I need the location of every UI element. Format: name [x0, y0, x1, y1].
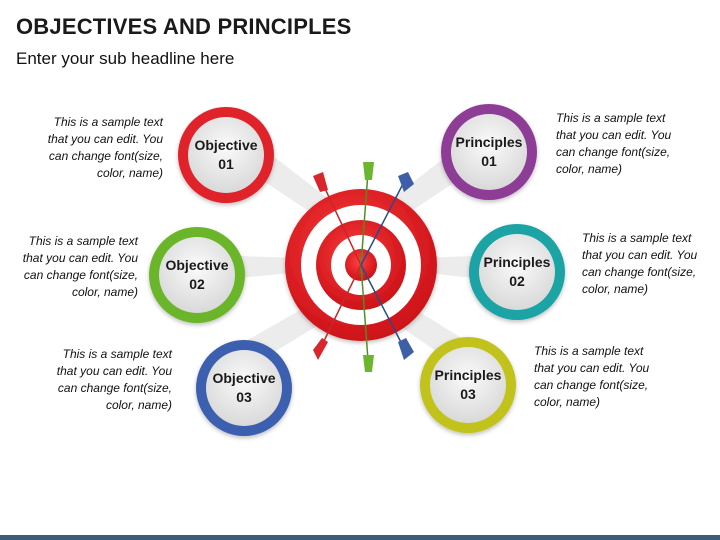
node-principles-03-number: 03 [460, 386, 476, 402]
node-principles-01-title: Principles [455, 134, 523, 150]
node-principles-03-title: Principles [434, 367, 502, 383]
node-objective-02-number: 02 [189, 276, 205, 292]
arrow-red [313, 172, 362, 360]
description-principles-02: This is a sample text that you can edit.… [582, 231, 698, 296]
ring-principles-03 [420, 337, 516, 433]
slide-title: OBJECTIVES AND PRINCIPLES [16, 14, 352, 39]
node-objective-02: Objective 02 [152, 256, 242, 294]
arrow-green [360, 162, 374, 372]
ring-principles-02 [469, 224, 565, 320]
node-principles-02-number: 02 [509, 273, 525, 289]
node-objective-03-title: Objective [212, 370, 276, 386]
node-objective-03: Objective 03 [199, 369, 289, 407]
ring-objective-03 [196, 340, 292, 436]
node-principles-01-number: 01 [481, 153, 497, 169]
connector-objective-02 [240, 256, 300, 278]
description-objective-01: This is a sample text that you can edit.… [47, 115, 163, 180]
node-objective-01-title: Objective [194, 137, 258, 153]
node-principles-01: Principles 01 [444, 133, 534, 171]
node-principles-02: Principles 02 [472, 253, 562, 291]
ring-principles-01 [441, 104, 537, 200]
node-objective-03-number: 03 [236, 389, 252, 405]
description-objective-02: This is a sample text that you can edit.… [22, 234, 138, 299]
bottom-bar [0, 535, 720, 540]
slide-subtitle: Enter your sub headline here [16, 49, 235, 68]
node-objective-02-title: Objective [165, 257, 229, 273]
description-principles-03: This is a sample text that you can edit.… [534, 344, 650, 409]
node-objective-01: Objective 01 [181, 136, 271, 174]
ring-objective-01 [178, 107, 274, 203]
description-principles-01: This is a sample text that you can edit.… [556, 111, 672, 176]
node-principles-02-title: Principles [483, 254, 551, 270]
description-objective-03: This is a sample text that you can edit.… [56, 347, 172, 412]
node-objective-01-number: 01 [218, 156, 234, 172]
ring-objective-02 [149, 227, 245, 323]
arrow-blue [360, 172, 414, 360]
node-principles-03: Principles 03 [423, 366, 513, 404]
